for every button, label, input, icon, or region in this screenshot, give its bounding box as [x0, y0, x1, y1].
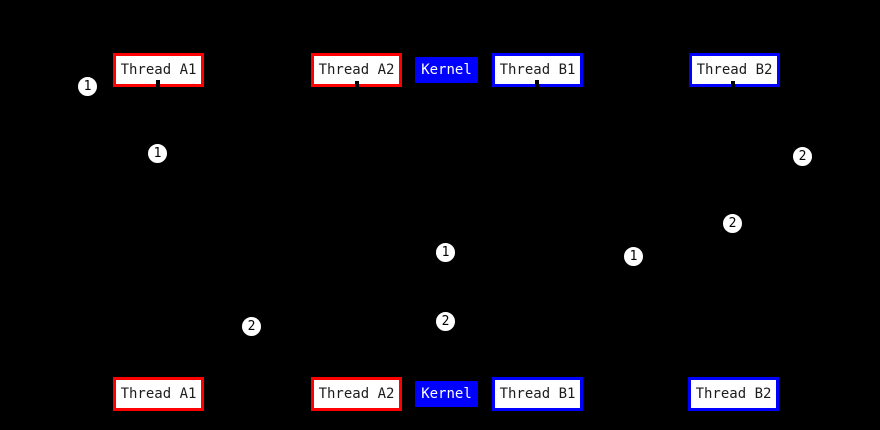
step-marker: 2	[435, 311, 456, 332]
step-marker-label: 1	[83, 79, 92, 94]
bottom-thread-a1-node: Thread A1	[113, 377, 204, 411]
top-kernel-label: Kernel	[421, 62, 472, 78]
step-marker: 1	[623, 246, 644, 267]
step-marker-label: 1	[629, 249, 638, 264]
edge-tick-b2	[731, 81, 735, 89]
bottom-kernel-label: Kernel	[421, 386, 472, 402]
step-marker: 2	[241, 316, 262, 337]
step-marker: 1	[77, 76, 98, 97]
step-marker-label: 2	[247, 319, 256, 334]
top-thread-b1-label: Thread B1	[499, 62, 576, 78]
top-thread-b2-label: Thread B2	[696, 62, 773, 78]
edge-tick-a1	[156, 80, 160, 88]
step-marker-label: 2	[728, 216, 737, 231]
step-marker: 2	[792, 146, 813, 167]
bottom-thread-b2-label: Thread B2	[695, 386, 772, 402]
bottom-thread-b1-label: Thread B1	[499, 386, 576, 402]
step-marker-label: 2	[441, 314, 450, 329]
bottom-thread-b1-node: Thread B1	[492, 377, 583, 411]
step-marker: 1	[147, 143, 168, 164]
step-marker-label: 1	[153, 146, 162, 161]
step-marker-label: 1	[441, 245, 450, 260]
bottom-thread-a2-node: Thread A2	[311, 377, 402, 411]
bottom-thread-a2-label: Thread A2	[318, 386, 395, 402]
top-kernel-node: Kernel	[415, 57, 478, 83]
edge-tick-b1	[535, 80, 539, 88]
top-thread-a2-label: Thread A2	[318, 62, 395, 78]
step-marker: 1	[435, 242, 456, 263]
step-marker-label: 2	[798, 149, 807, 164]
bottom-thread-a1-label: Thread A1	[120, 386, 197, 402]
step-marker: 2	[722, 213, 743, 234]
bottom-kernel-node: Kernel	[415, 381, 478, 407]
edge-tick-a2	[355, 81, 359, 89]
bottom-thread-b2-node: Thread B2	[688, 377, 779, 411]
top-thread-a1-label: Thread A1	[120, 62, 197, 78]
